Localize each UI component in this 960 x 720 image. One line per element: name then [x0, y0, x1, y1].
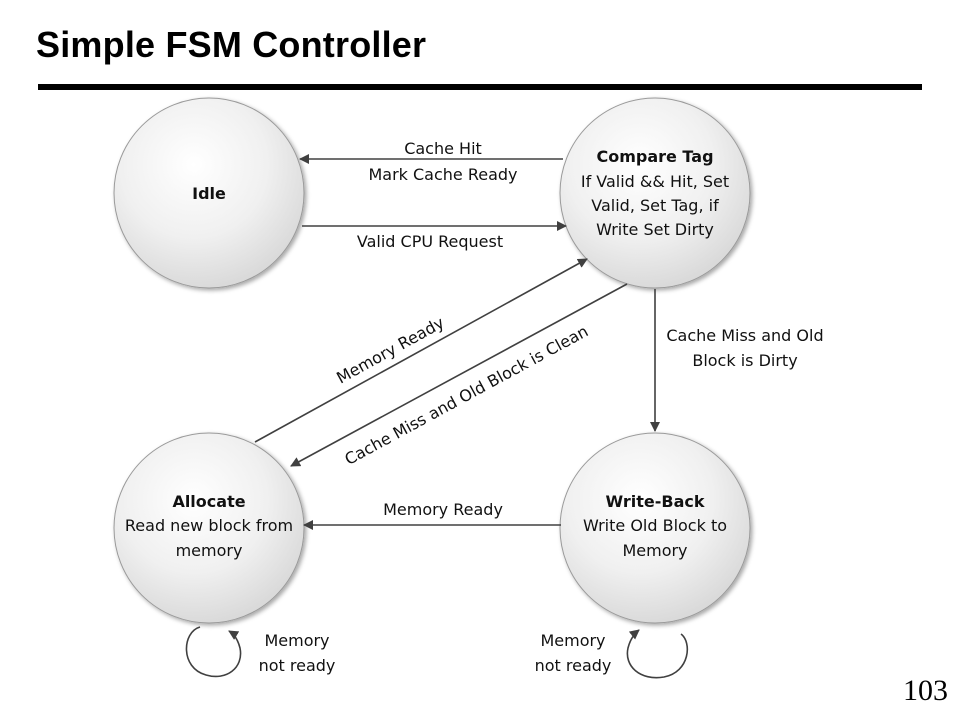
transition-cache-miss-clean-label: Cache Miss and Old Block is Clean — [341, 321, 591, 468]
transition-cache-miss-dirty-label: Cache Miss and Old — [666, 326, 823, 345]
title-rule — [38, 84, 922, 90]
transition-memory-ready-wb-label: Memory Ready — [383, 500, 503, 519]
transition-memory-ready-alloc-arrow — [254, 258, 588, 443]
state-idle — [113, 97, 305, 289]
state-write-back — [559, 432, 751, 624]
transition-cache-hit-label: Cache Hit — [404, 139, 482, 158]
write-back-self-loop-arrow — [626, 629, 689, 679]
allocate-self-loop-arrow — [185, 626, 242, 678]
state-compare-tag-line: Valid, Set Tag, if — [591, 196, 719, 215]
state-compare-tag-line: Write Set Dirty — [596, 220, 714, 239]
write-back-self-loop-label: not ready — [535, 656, 612, 675]
state-allocate-title: Allocate — [172, 492, 245, 511]
state-write-back-line: Memory — [622, 541, 687, 560]
allocate-self-loop-label: Memory — [264, 631, 329, 650]
state-allocate-line: Read new block from — [125, 516, 293, 535]
transition-valid-cpu-request-label: Valid CPU Request — [357, 232, 503, 251]
state-idle-title: Idle — [192, 184, 226, 203]
state-compare-tag-line: If Valid && Hit, Set — [581, 172, 729, 191]
transition-cache-hit-label: Mark Cache Ready — [368, 165, 517, 184]
write-back-self-loop-label: Memory — [540, 631, 605, 650]
slide-title: Simple FSM Controller — [36, 24, 427, 65]
state-allocate-line: memory — [176, 541, 243, 560]
state-write-back-line: Write Old Block to — [583, 516, 727, 535]
page-number: 103 — [903, 674, 948, 707]
state-compare-tag-title: Compare Tag — [596, 147, 713, 166]
transition-memory-ready-alloc-label: Memory Ready — [333, 313, 447, 388]
transition-cache-miss-clean-arrow — [290, 283, 628, 467]
state-write-back-title: Write-Back — [606, 492, 705, 511]
allocate-self-loop-label: not ready — [259, 656, 336, 675]
transition-cache-miss-dirty-label: Block is Dirty — [692, 351, 797, 370]
state-compare-tag — [559, 97, 751, 289]
